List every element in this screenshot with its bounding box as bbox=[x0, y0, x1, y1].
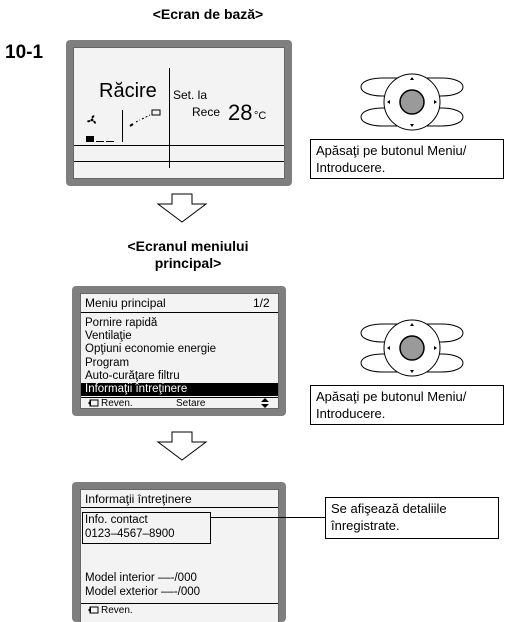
temperature-unit: °C bbox=[254, 110, 267, 122]
set-temperature: 28 bbox=[228, 100, 253, 125]
callout-line bbox=[210, 517, 325, 518]
menu-footer-set[interactable]: Setare bbox=[176, 398, 206, 409]
remote-pad-1[interactable] bbox=[357, 72, 467, 134]
fan-speed-bar-1 bbox=[86, 136, 94, 142]
model-indoor: Model interior ––-/000 bbox=[85, 572, 197, 584]
lcd-rule-lower bbox=[74, 161, 284, 162]
menu-screen-heading-line1: <Ecranul meniului bbox=[127, 238, 249, 254]
step-label: 10-1 bbox=[5, 42, 44, 63]
menu-item-energy-saving[interactable]: Opţiuni economie energie bbox=[85, 343, 217, 356]
contact-info-box: Info. contact 0123–4567–8900 bbox=[82, 512, 211, 544]
lcd-small-divider bbox=[122, 110, 123, 142]
menu-item-maintenance-info[interactable]: Informaţii întreţinere bbox=[81, 383, 278, 397]
menu-screen-panel: Meniu principal 1/2 Pornire rapidă Venti… bbox=[72, 286, 286, 416]
menu-screen-lcd: Meniu principal 1/2 Pornire rapidă Venti… bbox=[80, 293, 279, 409]
note-details-line1: Se afişează detaliile bbox=[331, 501, 447, 516]
note-press-menu-2: Apăsaţi pe butonul Meniu/ Introducere. bbox=[310, 385, 504, 425]
info-title: Informaţii întreţinere bbox=[85, 492, 192, 506]
note-press-menu-2-line2: Introducere. bbox=[316, 406, 386, 421]
model-outdoor: Model exterior ––-/000 bbox=[85, 586, 201, 598]
menu-footer-back[interactable]: Reven. bbox=[101, 398, 133, 409]
info-footer-back[interactable]: Reven. bbox=[101, 605, 133, 616]
contact-label: Info. contact bbox=[85, 514, 148, 526]
info-screen-panel: Informaţii întreţinere Info. contact 012… bbox=[72, 482, 286, 622]
info-screen-lcd: Informaţii întreţinere Info. contact 012… bbox=[80, 489, 279, 622]
note-details: Se afişează detaliile înregistrate. bbox=[325, 497, 499, 539]
set-label: Set. la bbox=[173, 88, 208, 102]
base-screen-panel: Răcire Set. la Rece 28 °C bbox=[66, 40, 292, 186]
fan-icon bbox=[87, 115, 96, 124]
lcd-rule-upper bbox=[74, 145, 284, 146]
up-down-icon bbox=[261, 398, 269, 408]
lcd-divider bbox=[169, 68, 170, 168]
note-press-menu-2-line1: Apăsaţi pe butonul Meniu/ bbox=[316, 389, 467, 404]
note-details-line2: înregistrate. bbox=[331, 518, 400, 533]
menu-title: Meniu principal bbox=[85, 296, 166, 310]
info-title-rule bbox=[81, 507, 278, 508]
info-footer-rule bbox=[81, 603, 278, 604]
set-mode: Rece bbox=[192, 105, 221, 119]
note-press-menu-1-line2: Introducere. bbox=[316, 160, 386, 175]
menu-list: Pornire rapidă Ventilaţie Opţiuni econom… bbox=[81, 317, 278, 397]
menu-screen-heading: <Ecranul meniului principal> bbox=[88, 238, 288, 272]
down-arrow-icon-2 bbox=[156, 431, 208, 461]
menu-item-quick-start[interactable]: Pornire rapidă bbox=[85, 317, 158, 329]
menu-page-indicator: 1/2 bbox=[253, 296, 270, 310]
return-icon bbox=[88, 606, 99, 614]
fan-speed-bar-3 bbox=[106, 141, 114, 142]
base-screen-lcd: Răcire Set. la Rece 28 °C bbox=[73, 47, 285, 179]
menu-footer-rule bbox=[81, 397, 278, 398]
fan-speed-bar-2 bbox=[96, 141, 104, 142]
return-icon bbox=[88, 399, 99, 407]
menu-title-rule bbox=[81, 312, 278, 313]
menu-item-schedule[interactable]: Program bbox=[85, 356, 130, 369]
menu-screen-heading-line2: principal> bbox=[154, 255, 222, 271]
note-press-menu-1-line1: Apăsaţi pe butonul Meniu/ bbox=[316, 143, 467, 158]
note-press-menu-1: Apăsaţi pe butonul Meniu/ Introducere. bbox=[310, 139, 504, 179]
airflow-direction-icon bbox=[129, 109, 161, 127]
down-arrow-icon-1 bbox=[156, 193, 208, 223]
menu-item-ventilation[interactable]: Ventilaţie bbox=[85, 330, 132, 343]
remote-pad-2[interactable] bbox=[357, 318, 467, 380]
menu-item-filter-auto-clean[interactable]: Auto-curăţare filtru bbox=[85, 369, 180, 382]
base-screen-heading: <Ecran de bază> bbox=[152, 6, 264, 22]
contact-phone: 0123–4567–8900 bbox=[85, 528, 175, 540]
mode-label: Răcire bbox=[99, 80, 157, 102]
